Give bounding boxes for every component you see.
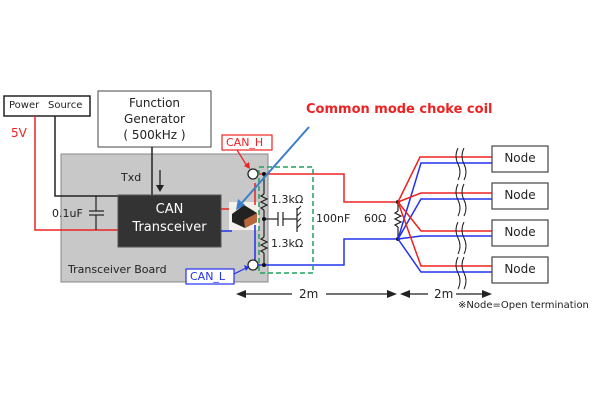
function-generator-line3: ( 500kHz ) xyxy=(123,128,186,142)
function-generator-line2: Generator xyxy=(124,112,185,126)
can-transceiver-chip xyxy=(117,194,222,248)
split-cap-label: 100nF xyxy=(316,212,351,225)
source-label: Source xyxy=(48,100,83,111)
ground-wire xyxy=(54,116,118,197)
node-box xyxy=(491,145,549,173)
can-h-bus xyxy=(258,173,398,203)
transceiver-line2: Transceiver xyxy=(132,220,207,235)
termination-label: 60Ω xyxy=(364,212,387,225)
transceiver-line1: CAN xyxy=(155,202,184,217)
footnote: ※Node=Open termination xyxy=(458,300,589,311)
choke-coil-label: Common mode choke coil xyxy=(306,102,493,117)
can-l-bus xyxy=(258,238,398,266)
node-label: Node xyxy=(504,225,536,239)
distance-2-label: 2m xyxy=(434,287,454,301)
split-termination xyxy=(259,172,302,267)
resistor-top-label: 1.3kΩ xyxy=(271,193,304,206)
cable-break-symbols xyxy=(455,147,467,290)
can-h-terminal xyxy=(247,168,259,180)
decoupling-capacitor xyxy=(89,196,104,230)
choke-coil-component xyxy=(229,202,259,230)
can-h-label: CAN_H xyxy=(226,136,264,149)
transceiver-label: CAN Transceiver xyxy=(118,201,221,237)
voltage-label: 5V xyxy=(11,126,27,140)
node-box xyxy=(491,219,549,247)
filter-box xyxy=(258,166,314,274)
function-generator-box xyxy=(97,90,212,148)
node-box xyxy=(491,182,549,210)
power-5v-wire xyxy=(34,116,118,231)
board-label: Transceiver Board xyxy=(68,263,167,276)
power-label: Power xyxy=(9,100,40,111)
node-box xyxy=(491,256,549,284)
can-l-label-box xyxy=(185,268,235,285)
capacitor-label: 0.1uF xyxy=(52,207,83,220)
can-h-label-box xyxy=(221,134,273,151)
node-label: Node xyxy=(504,262,536,276)
power-source-box xyxy=(3,95,91,117)
bus-branches xyxy=(397,156,492,273)
node-label: Node xyxy=(504,188,536,202)
can-l-label: CAN_L xyxy=(190,270,226,283)
function-generator-line1: Function xyxy=(128,96,181,110)
distance-1-label: 2m xyxy=(299,287,319,301)
resistor-bottom-label: 1.3kΩ xyxy=(271,237,304,250)
can-l-terminal xyxy=(247,259,259,271)
txd-label: Txd xyxy=(121,171,142,184)
function-generator-label: Function Generator ( 500kHz ) xyxy=(98,95,211,143)
node-label: Node xyxy=(504,151,536,165)
choke-callout-arrow xyxy=(239,126,310,206)
